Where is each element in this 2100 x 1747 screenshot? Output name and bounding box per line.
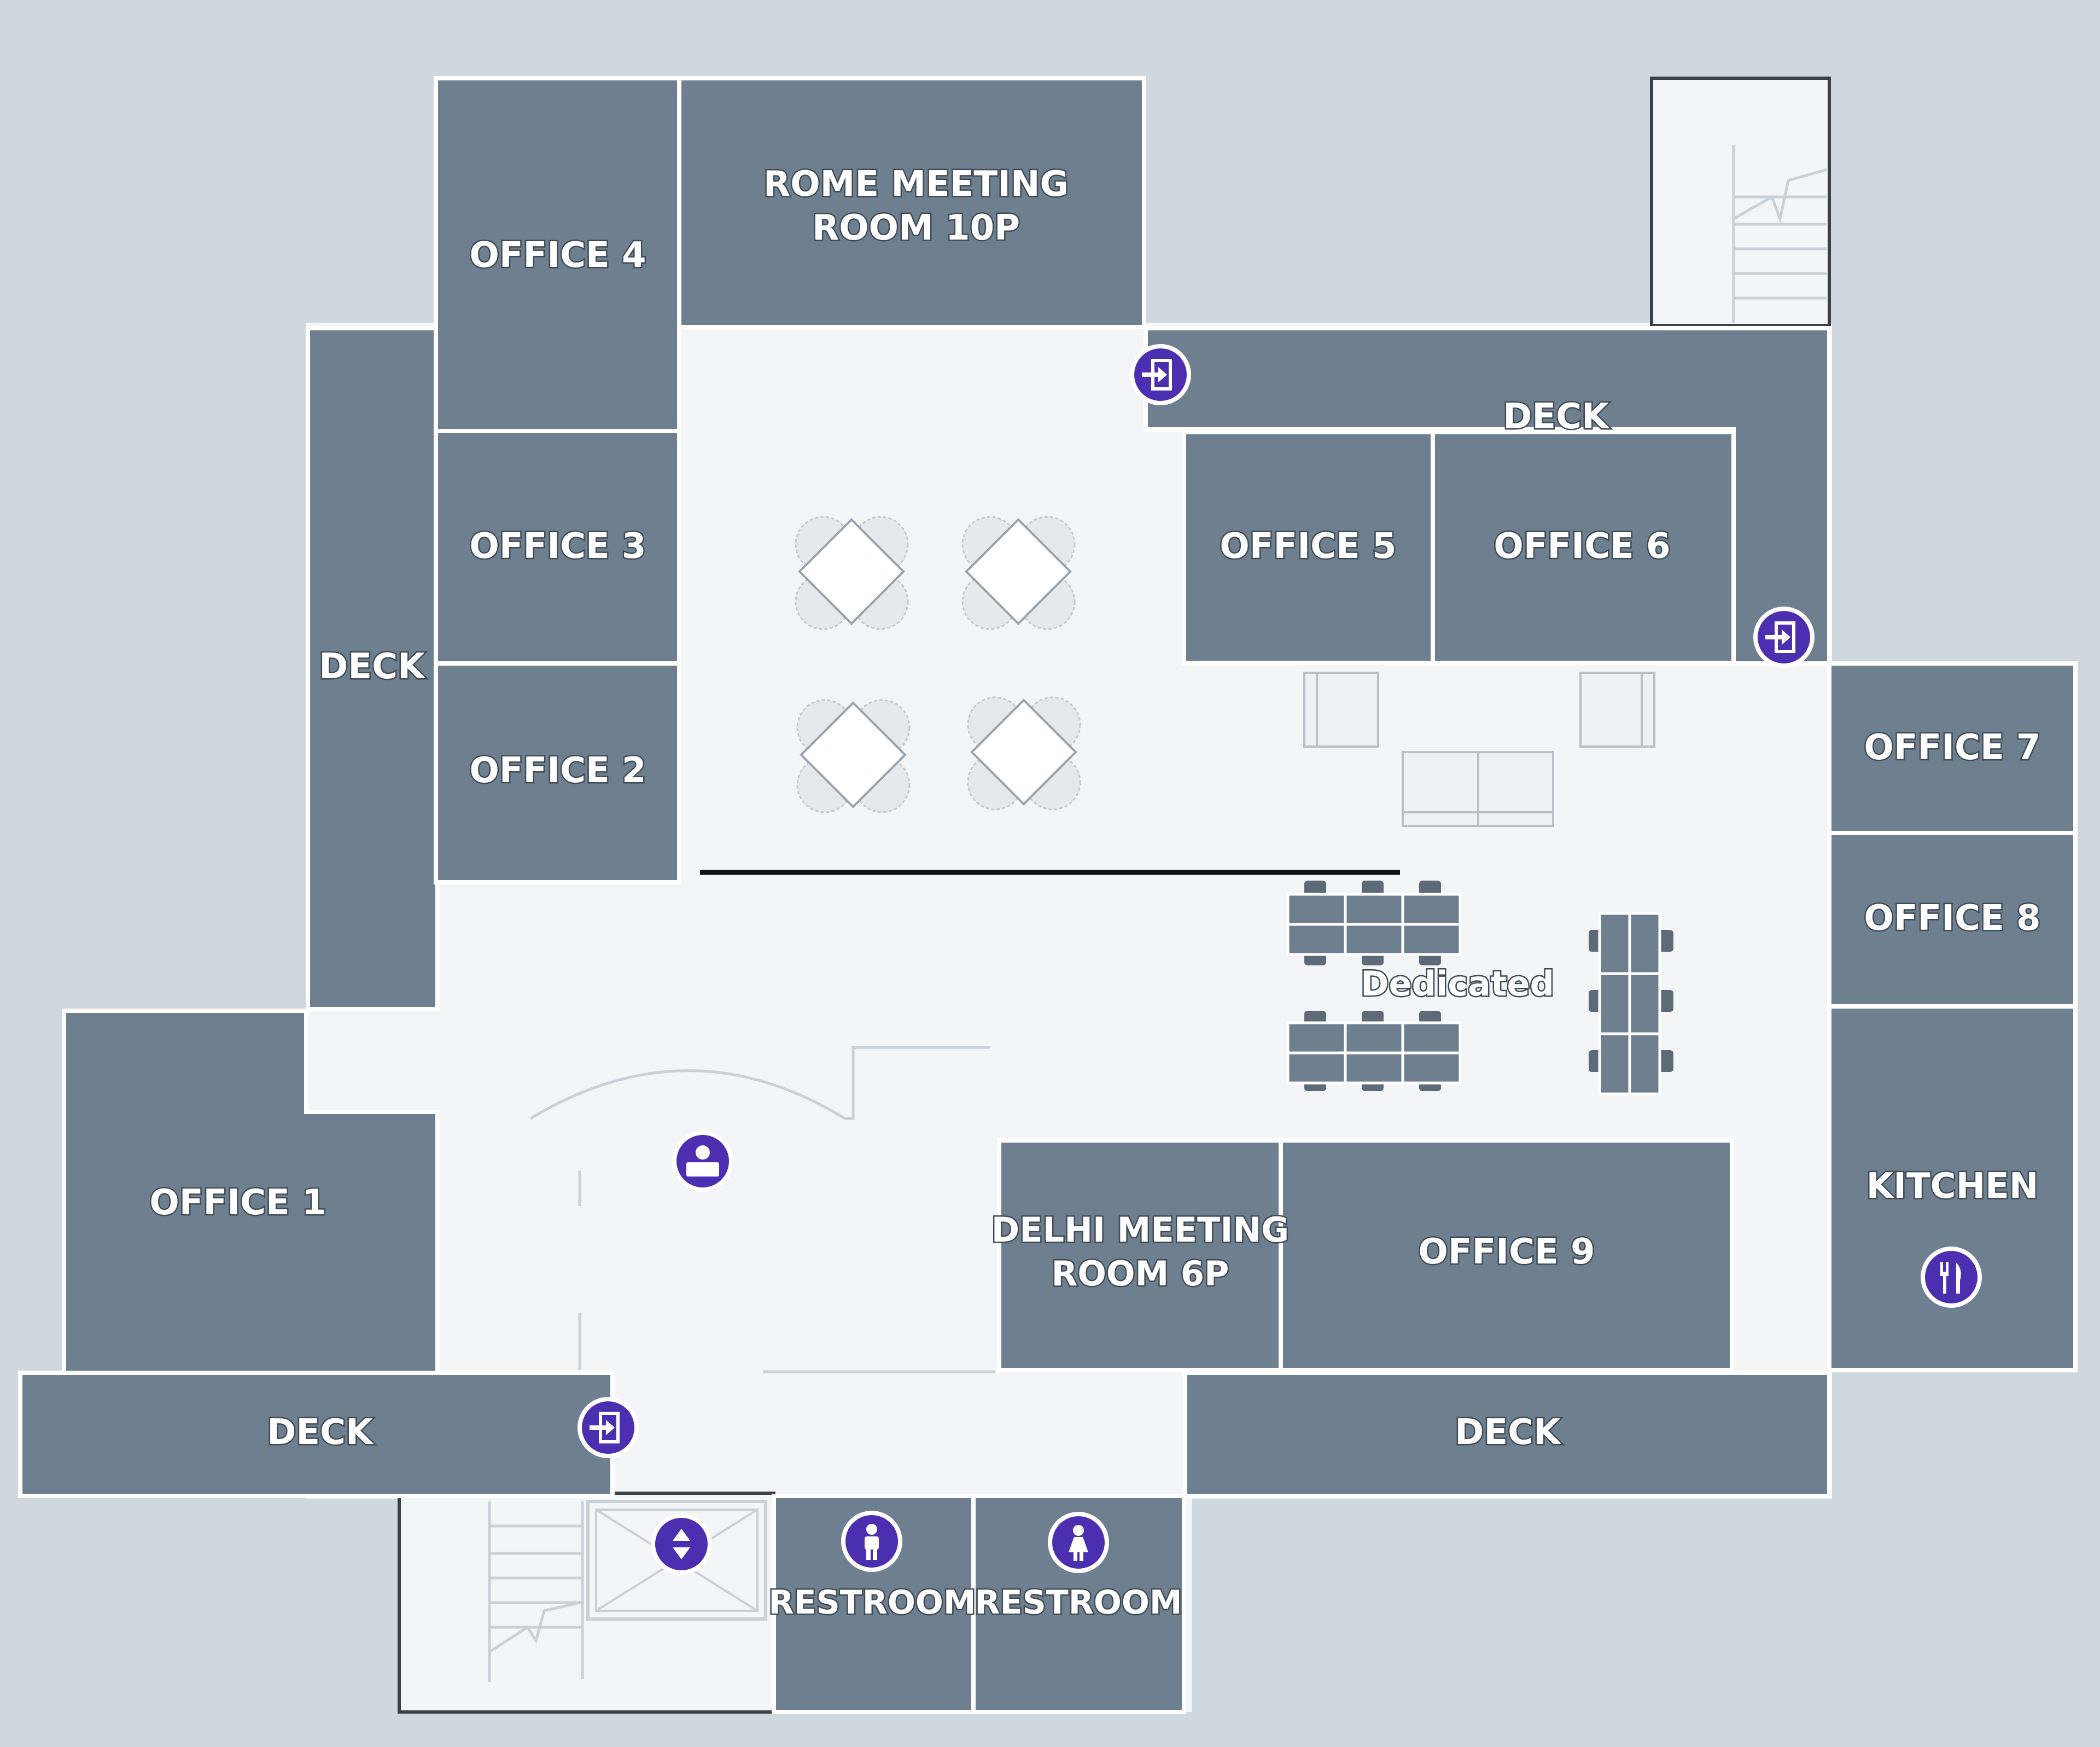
restroom-men-icon[interactable] bbox=[841, 1511, 902, 1572]
label-delhi-meeting-line2: ROOM 6P bbox=[1051, 1254, 1229, 1294]
room-office-9[interactable] bbox=[1279, 1138, 1734, 1372]
lounge-table-1 bbox=[795, 516, 909, 630]
label-office-5: OFFICE 5 bbox=[1220, 526, 1396, 567]
room-deck-bottom-right[interactable] bbox=[1183, 1371, 1831, 1498]
desk-cluster-right bbox=[1589, 912, 1673, 1096]
label-dedicated: Dedicated bbox=[1361, 964, 1554, 1004]
room-office-6[interactable] bbox=[1431, 430, 1736, 665]
elevator-icon[interactable] bbox=[651, 1513, 712, 1575]
rooms bbox=[18, 76, 2078, 1714]
interior-walls bbox=[529, 870, 1400, 1373]
label-office-9: OFFICE 9 bbox=[1418, 1232, 1595, 1272]
lounge-table-2 bbox=[961, 516, 1076, 630]
label-deck-top: DECK bbox=[1503, 397, 1610, 437]
label-office-8: OFFICE 8 bbox=[1864, 898, 2040, 939]
room-labels: OFFICE 4 ROME MEETING ROOM 10P DECK OFFI… bbox=[148, 163, 2042, 1623]
dedicated-desks bbox=[1286, 881, 1673, 1096]
label-office-6: OFFICE 6 bbox=[1494, 526, 1670, 567]
desk-cluster-top bbox=[1286, 881, 1462, 965]
room-deck-left[interactable] bbox=[306, 326, 440, 1011]
exit-door-icon[interactable] bbox=[578, 1397, 639, 1458]
label-rome-meeting-line1: ROME MEETING bbox=[763, 164, 1069, 205]
label-office-3: OFFICE 3 bbox=[469, 526, 646, 567]
room-kitchen[interactable] bbox=[1827, 1004, 2078, 1372]
lounge-table-4 bbox=[967, 696, 1081, 811]
room-restroom-left[interactable] bbox=[772, 1494, 976, 1714]
label-office-4: OFFICE 4 bbox=[469, 235, 646, 276]
label-office-1: OFFICE 1 bbox=[149, 1183, 326, 1223]
stairwell-top-right bbox=[1650, 77, 1831, 327]
fork-knife-icon[interactable] bbox=[1921, 1247, 1982, 1308]
label-deck-bottom-left: DECK bbox=[267, 1412, 374, 1453]
label-rome-meeting-line2: ROOM 10P bbox=[812, 208, 1020, 248]
label-deck-left: DECK bbox=[319, 647, 426, 687]
desk-cluster-bottom bbox=[1286, 1011, 1462, 1091]
room-rome-meeting[interactable] bbox=[677, 76, 1146, 329]
label-restroom-right: RESTROOM bbox=[975, 1583, 1182, 1622]
label-delhi-meeting-line1: DELHI MEETING bbox=[991, 1210, 1289, 1250]
room-delhi-meeting[interactable] bbox=[997, 1138, 1283, 1372]
restroom-women-icon[interactable] bbox=[1048, 1512, 1109, 1573]
exit-door-icon[interactable] bbox=[1753, 607, 1815, 668]
room-office-2[interactable] bbox=[434, 661, 681, 884]
label-kitchen: KITCHEN bbox=[1866, 1166, 2039, 1207]
reception-desk-icon[interactable] bbox=[672, 1131, 733, 1192]
label-office-7: OFFICE 7 bbox=[1864, 727, 2040, 768]
sofa-seating bbox=[1303, 672, 1655, 827]
label-restroom-left: RESTROOM bbox=[768, 1583, 976, 1622]
room-office-5[interactable] bbox=[1182, 430, 1435, 665]
label-office-2: OFFICE 2 bbox=[469, 750, 646, 791]
label-deck-bottom-right: DECK bbox=[1455, 1412, 1562, 1453]
room-office-4[interactable] bbox=[434, 76, 681, 433]
stairwell-bottom-left bbox=[398, 1492, 775, 1714]
lounge-table-3 bbox=[796, 699, 911, 813]
exit-door-icon[interactable] bbox=[1130, 344, 1191, 405]
